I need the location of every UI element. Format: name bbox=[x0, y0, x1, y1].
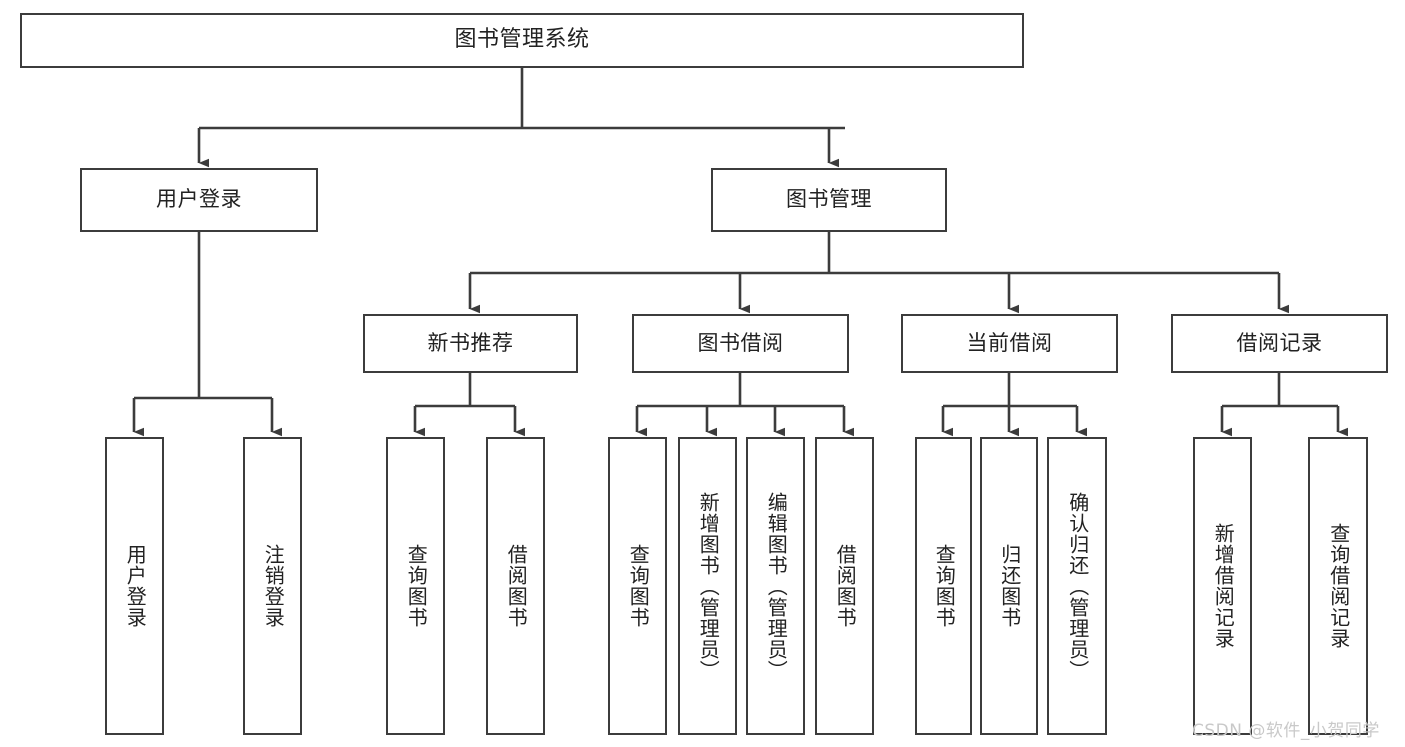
node-label: 用户登录 bbox=[156, 187, 242, 212]
node-label: 编辑图书（管理员） bbox=[764, 491, 789, 681]
node-label: 查询图书 bbox=[932, 544, 957, 628]
node-label: 查询借阅记录 bbox=[1326, 523, 1351, 649]
node-label: 归还图书 bbox=[997, 544, 1022, 628]
node-label: 新书推荐 bbox=[427, 330, 514, 355]
node-leaf-user-login[interactable]: 用户登录 bbox=[105, 437, 164, 735]
node-book-management[interactable]: 图书管理 bbox=[711, 168, 947, 232]
node-label: 查询图书 bbox=[626, 544, 651, 628]
node-user-login[interactable]: 用户登录 bbox=[80, 168, 318, 232]
node-label: 当前借阅 bbox=[966, 330, 1053, 355]
node-book-management-system[interactable]: 图书管理系统 bbox=[20, 13, 1024, 68]
node-label: 注销登录 bbox=[261, 544, 286, 628]
node-leaf-logout[interactable]: 注销登录 bbox=[243, 437, 302, 735]
node-label: 借阅记录 bbox=[1236, 330, 1323, 355]
node-leaf-edit-book-admin[interactable]: 编辑图书（管理员） bbox=[746, 437, 805, 735]
node-label: 图书借阅 bbox=[697, 330, 784, 355]
node-new-book-recommendation[interactable]: 新书推荐 bbox=[363, 314, 578, 373]
node-label: 图书管理系统 bbox=[454, 27, 590, 53]
node-leaf-confirm-return-admin[interactable]: 确认归还（管理员） bbox=[1047, 437, 1107, 735]
node-leaf-add-book-admin[interactable]: 新增图书（管理员） bbox=[678, 437, 737, 735]
node-leaf-return-book[interactable]: 归还图书 bbox=[980, 437, 1038, 735]
node-label: 新增图书（管理员） bbox=[696, 491, 721, 681]
node-leaf-borrow-book-2[interactable]: 借阅图书 bbox=[815, 437, 874, 735]
node-label: 借阅图书 bbox=[504, 544, 529, 628]
node-label: 借阅图书 bbox=[833, 544, 858, 628]
node-label: 图书管理 bbox=[786, 187, 872, 212]
node-label: 新增借阅记录 bbox=[1211, 523, 1236, 649]
node-book-borrowing[interactable]: 图书借阅 bbox=[632, 314, 849, 373]
node-label: 确认归还（管理员） bbox=[1065, 491, 1090, 681]
node-leaf-query-borrow-record[interactable]: 查询借阅记录 bbox=[1308, 437, 1368, 735]
node-label: 用户登录 bbox=[123, 544, 148, 628]
node-leaf-borrow-book-1[interactable]: 借阅图书 bbox=[486, 437, 545, 735]
node-leaf-query-book-3[interactable]: 查询图书 bbox=[915, 437, 972, 735]
node-leaf-add-borrow-record[interactable]: 新增借阅记录 bbox=[1193, 437, 1252, 735]
node-leaf-query-book-2[interactable]: 查询图书 bbox=[608, 437, 667, 735]
node-label: 查询图书 bbox=[404, 544, 429, 628]
node-borrowing-record[interactable]: 借阅记录 bbox=[1171, 314, 1388, 373]
node-current-borrowing[interactable]: 当前借阅 bbox=[901, 314, 1118, 373]
node-leaf-query-book-1[interactable]: 查询图书 bbox=[386, 437, 445, 735]
